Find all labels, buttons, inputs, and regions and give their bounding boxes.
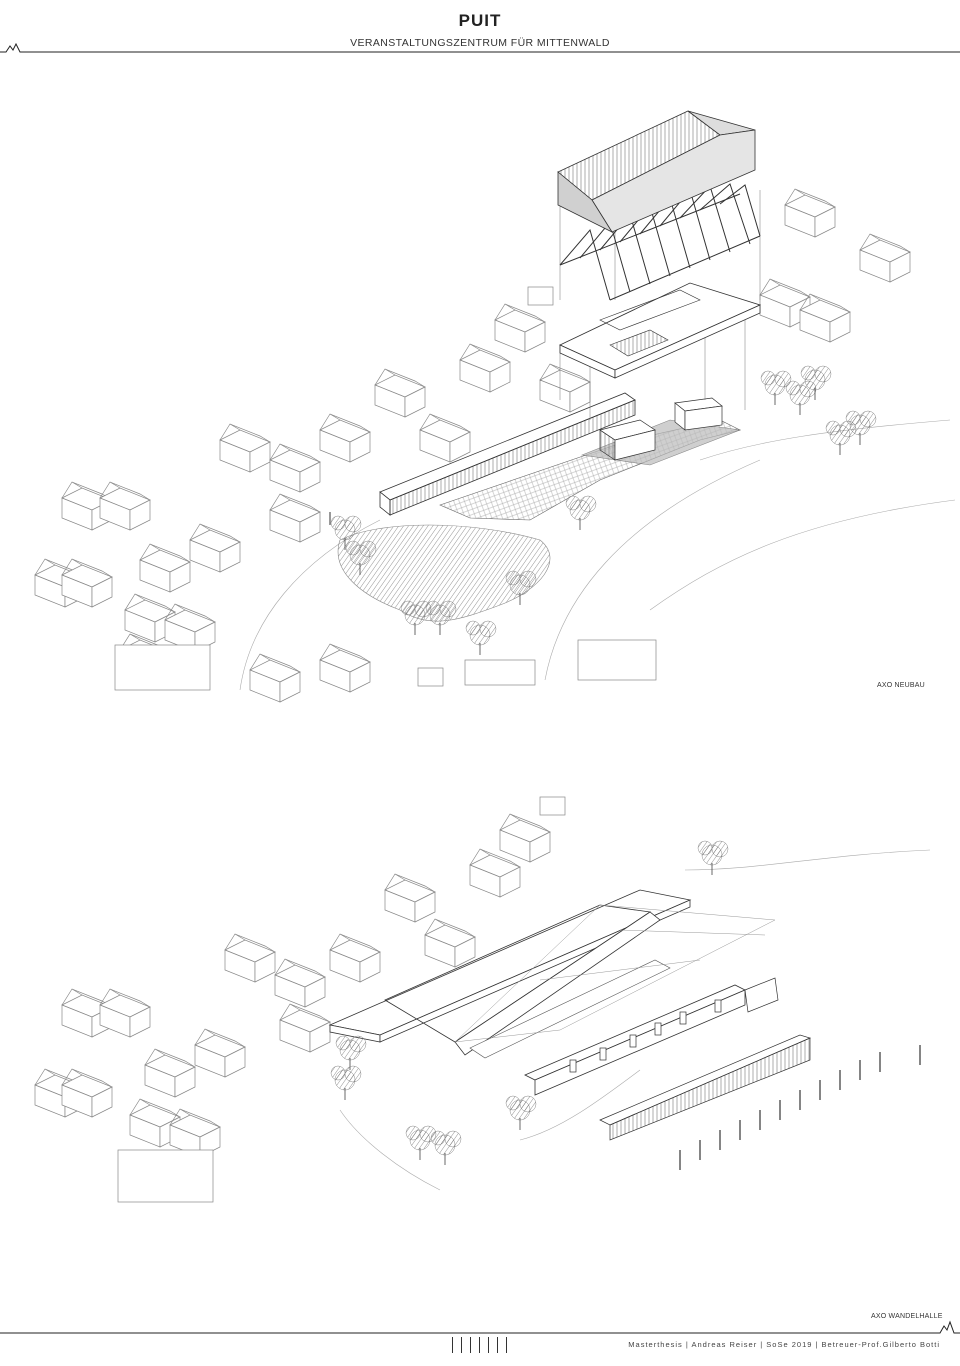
caption-axo-wandelhalle: AXO WANDELHALLE (871, 1313, 943, 1320)
header-rule (0, 42, 960, 53)
footer-tick-marks (452, 1337, 515, 1353)
axo-wandelhalle (34, 796, 931, 1203)
page-subtitle: VERANSTALTUNGSZENTRUM FÜR MITTENWALD (350, 37, 610, 49)
page-title: PUIT (458, 11, 502, 30)
footer-rule (0, 1320, 960, 1334)
caption-axo-neubau: AXO NEUBAU (877, 682, 925, 689)
footer-credits: Masterthesis | Andreas Reiser | SoSe 201… (628, 1340, 940, 1349)
axo-neubau (34, 110, 956, 703)
